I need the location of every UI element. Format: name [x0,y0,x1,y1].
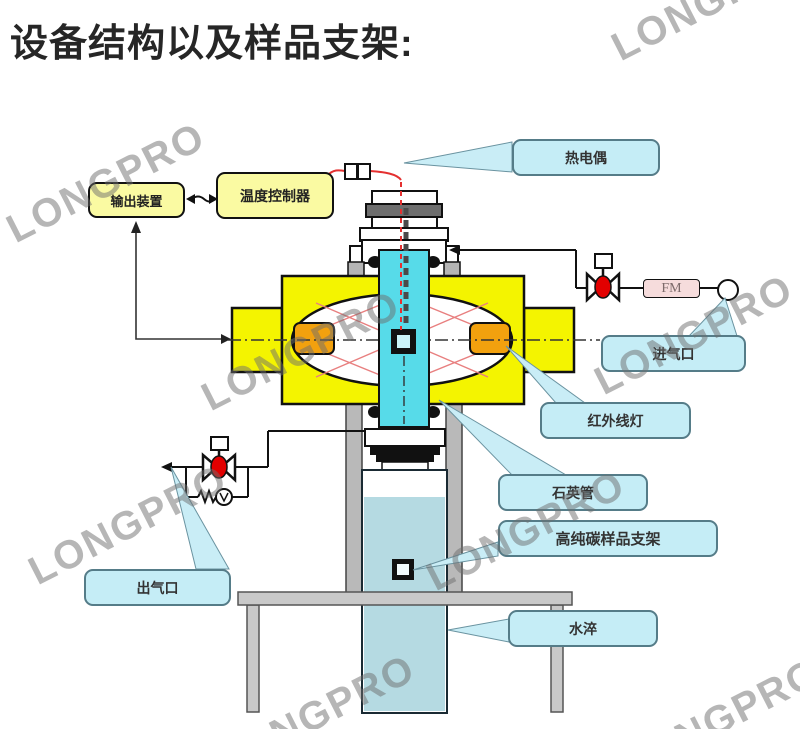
callout-gas-outlet [170,466,230,570]
inlet-valve [585,253,621,303]
callout-gas-inlet [687,297,738,337]
label-thermocouple: 热电偶 [512,139,660,176]
outlet-check-valve [215,488,233,506]
label-carbon-sample-holder: 高纯碳样品支架 [498,520,718,557]
inlet-arrow [449,245,460,255]
inlet-piping [459,249,718,289]
link-output-controller [186,194,218,204]
flow-meter-box: FM [643,279,700,298]
infrared-lamps [293,322,511,355]
temp-controller-box: 温度控制器 [216,172,334,219]
sample-in-water [392,559,414,580]
callout-pointers [170,141,738,643]
page-title: 设备结构以及样品支架: [10,23,414,65]
label-gas-inlet: 进气口 [601,335,746,372]
bottom-flange-stack [364,428,446,471]
callout-thermocouple [403,141,513,173]
outlet-valve [201,436,237,483]
sample-in-furnace [391,329,416,354]
arrow-up-output [131,221,141,233]
thermocouple-connector [344,163,371,180]
callout-water-quench [447,618,510,643]
output-device-box: 输出装置 [88,182,185,218]
outlet-piping [170,430,365,505]
label-quartz-tube: 石英管 [498,474,648,511]
arrow-right-furnace [221,334,231,344]
control-signal-line [135,230,222,340]
inlet-port [717,279,739,301]
label-infrared-lamp: 红外线灯 [540,402,691,439]
outlet-arrow [161,462,172,472]
label-water-quench: 水淬 [508,610,658,647]
label-gas-outlet: 出气口 [84,569,231,606]
